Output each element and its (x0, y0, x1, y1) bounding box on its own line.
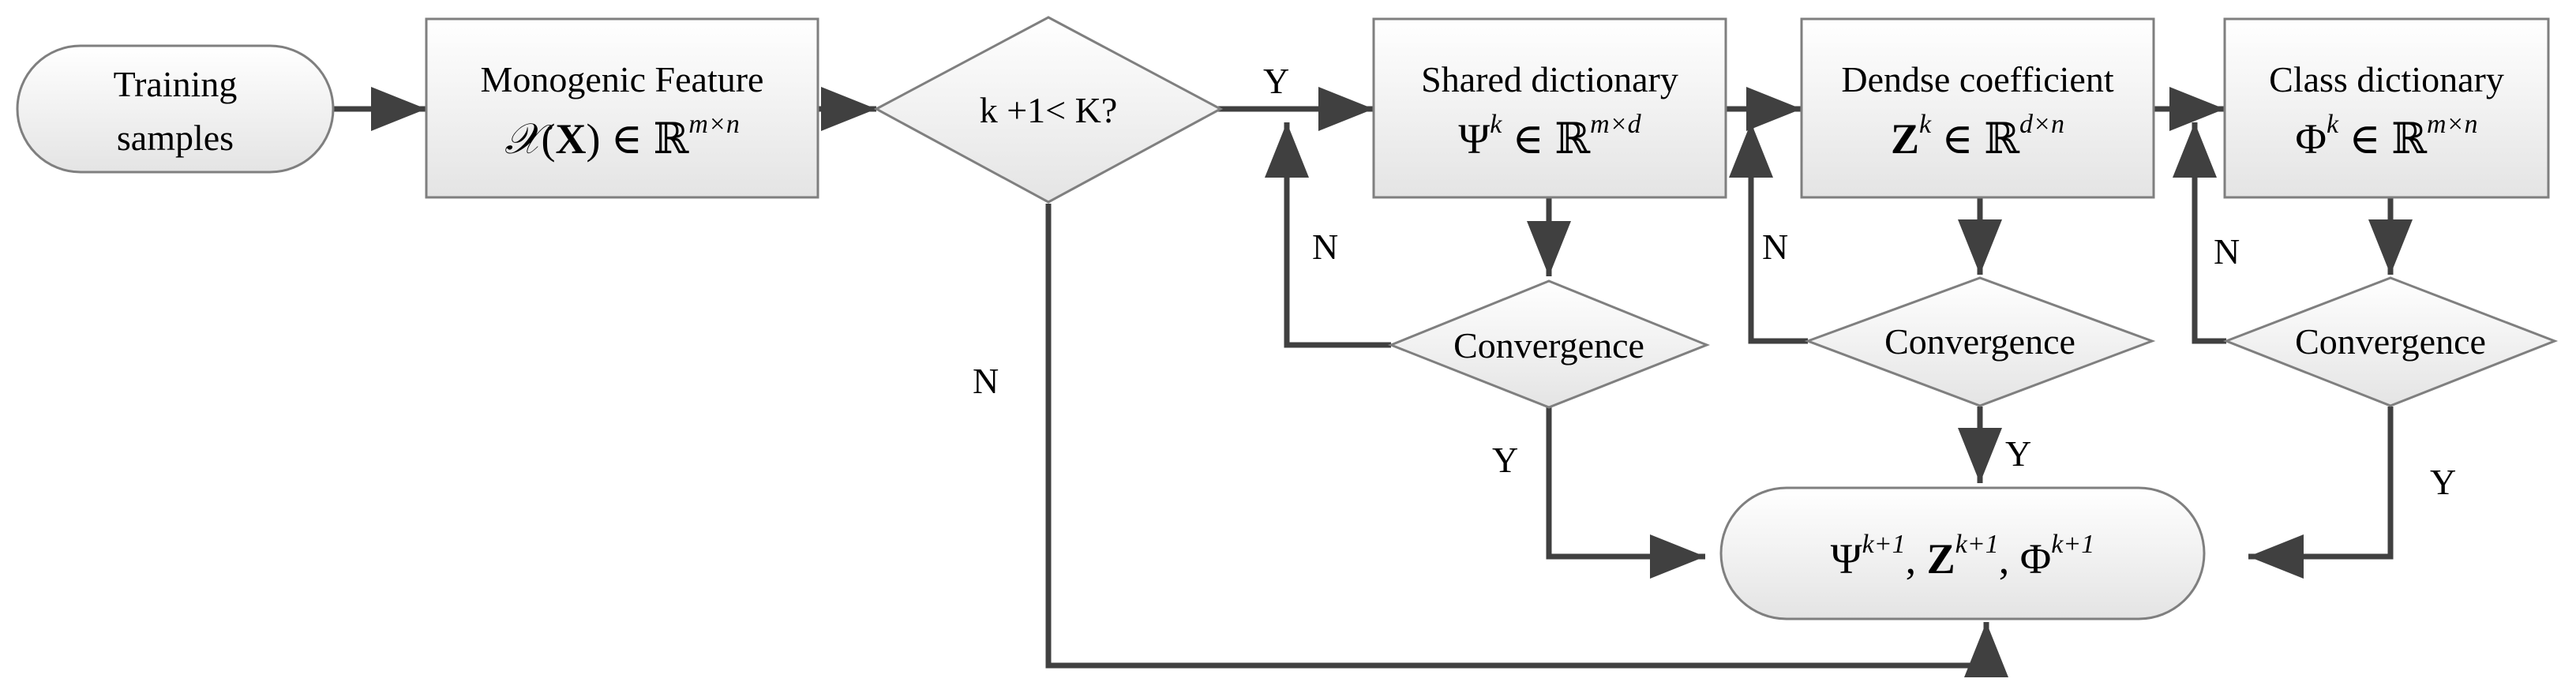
node-class-dictionary: Class dictionary Φk ∈ ℝm×n (2223, 17, 2550, 199)
edge-conv3-no-loop (2173, 122, 2226, 344)
shared-title: Shared dictionary (1421, 59, 1678, 99)
node-dense-coefficient: Dendse coefficient Zk ∈ ℝd×n (1800, 17, 2155, 199)
training-label-line2: samples (117, 118, 234, 158)
convergence-2-label: Convergence (1884, 321, 2075, 362)
node-convergence-2: Convergence (1804, 276, 2156, 407)
condition-label: k +1< K? (980, 90, 1118, 130)
label-condition-yes: Y (1263, 61, 1289, 101)
node-convergence-3: Convergence (2222, 276, 2559, 407)
dense-formula: Zk ∈ ℝd×n (1891, 110, 2064, 163)
dense-title: Dendse coefficient (1841, 59, 2113, 99)
output-formula: Ψk+1, Zk+1, Φk+1 (1831, 530, 2095, 583)
edge-conv1-yes-to-output (1546, 407, 1705, 579)
training-label-line1: Training (114, 64, 238, 104)
feature-title: Monogenic Feature (481, 59, 764, 99)
node-convergence-1: Convergence (1387, 279, 1711, 409)
convergence-1-label: Convergence (1453, 325, 1644, 365)
convergence-3-label: Convergence (2295, 321, 2486, 362)
node-training-samples: Training samples (16, 44, 335, 174)
class-formula: Φk ∈ ℝm×n (2296, 110, 2478, 163)
class-title: Class dictionary (2269, 59, 2504, 99)
label-conv1-no: N (1312, 227, 1338, 267)
edge-labels: Y N N N N Y Y Y (973, 61, 2456, 502)
shared-formula: Ψk ∈ ℝm×d (1458, 110, 1641, 163)
edge-conv1-no-loop (1265, 122, 1391, 348)
label-conv3-yes: Y (2430, 462, 2456, 502)
feature-formula: 𝒳(X) ∈ ℝm×n (504, 110, 740, 163)
edge-conv2-no-loop (1729, 122, 1808, 344)
edges (333, 87, 2413, 677)
edge-conv3-yes-to-output (2248, 407, 2394, 579)
node-monogenic-feature: Monogenic Feature 𝒳(X) ∈ ℝm×n (425, 17, 819, 199)
label-conv3-no: N (2214, 231, 2240, 272)
label-conv1-yes: Y (1492, 440, 1518, 480)
node-shared-dictionary: Shared dictionary Ψk ∈ ℝm×d (1372, 17, 1727, 199)
node-output: Ψk+1, Zk+1, Φk+1 (1719, 486, 2206, 620)
label-conv2-yes: Y (2005, 433, 2031, 474)
node-condition-diamond: k +1< K? (873, 16, 1224, 204)
label-condition-no: N (973, 361, 999, 401)
label-conv2-no: N (1762, 227, 1788, 267)
edge-condition-no-to-output (1045, 204, 2008, 677)
